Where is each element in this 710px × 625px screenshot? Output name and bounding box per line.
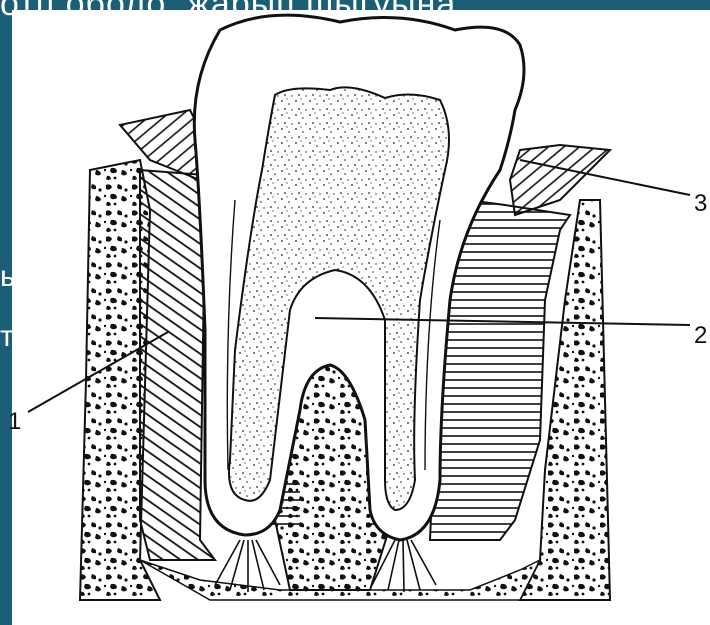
tooth-diagram [12,10,710,625]
tooth-diagram-panel: 1 2 3 [12,10,710,625]
slide-side-text-1: ы [0,262,12,292]
label-1: 1 [8,410,21,434]
slide-side-text-2: т [0,322,12,352]
label-3: 3 [694,192,707,216]
label-2: 2 [694,324,707,348]
